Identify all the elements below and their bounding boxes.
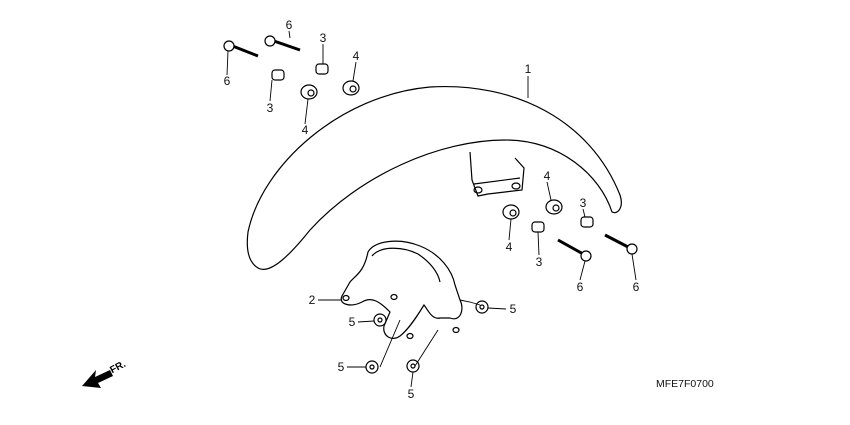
collar-3b <box>271 69 285 81</box>
callout-c3a: 3 <box>319 31 327 45</box>
callout-c5d: 5 <box>407 387 415 401</box>
grommet-4c <box>545 199 563 215</box>
fender-stay <box>340 240 463 340</box>
callout-c6d: 6 <box>632 280 640 294</box>
leader-lines <box>226 30 637 388</box>
callout-c5a: 5 <box>509 302 517 316</box>
callout-c5b: 5 <box>348 315 356 329</box>
callout-c6c: 6 <box>576 280 584 294</box>
bolt-6d <box>604 233 638 255</box>
callout-c4a: 4 <box>352 49 360 63</box>
callout-c4d: 4 <box>505 240 513 254</box>
bolt-6c <box>557 238 592 262</box>
callout-c2: 2 <box>308 293 316 307</box>
grommet-4b <box>300 84 318 100</box>
front-direction-arrow-icon <box>82 370 113 388</box>
callout-c6b: 6 <box>223 74 231 88</box>
callout-c6a: 6 <box>285 18 293 32</box>
callout-c1: 1 <box>524 62 532 76</box>
nut-5a <box>475 300 489 314</box>
bolt-6a <box>223 40 259 58</box>
collar-3d <box>531 221 545 233</box>
grommet-4a <box>342 80 360 96</box>
callout-c3c: 3 <box>579 196 587 210</box>
diagram-code: MFE7F0700 <box>656 378 714 390</box>
callout-c4b: 4 <box>301 123 309 137</box>
nut-5b <box>373 313 387 327</box>
callout-c5c: 5 <box>337 360 345 374</box>
callout-c4c: 4 <box>543 169 551 183</box>
collar-3a <box>315 63 329 75</box>
grommet-4d <box>502 204 520 220</box>
nut-5c <box>365 360 379 374</box>
bolt-6b <box>264 35 301 52</box>
callout-c3d: 3 <box>535 255 543 269</box>
callout-c3b: 3 <box>266 101 274 115</box>
collar-3c <box>580 216 594 228</box>
front-fender <box>246 85 622 270</box>
